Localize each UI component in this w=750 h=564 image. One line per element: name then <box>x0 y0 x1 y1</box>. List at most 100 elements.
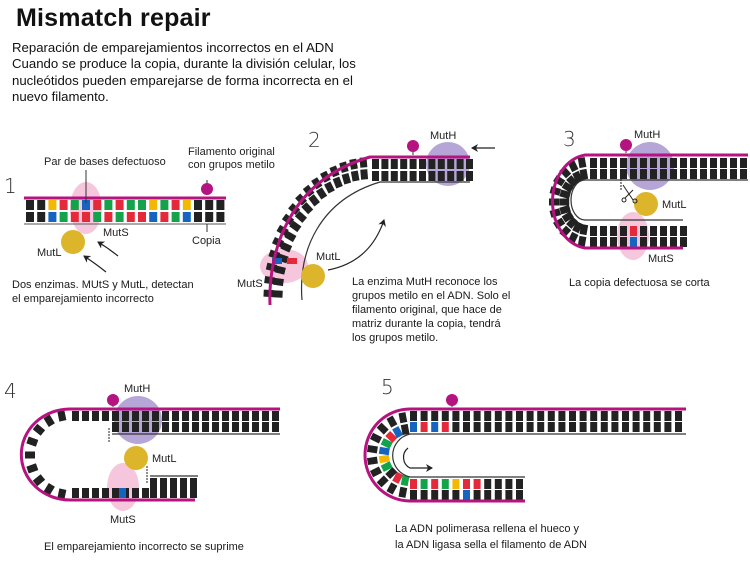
intro-line: nuevo filamento. <box>12 88 109 104</box>
nucleotide-base <box>590 411 598 421</box>
step-caption: La copia defectuosa se corta <box>569 277 711 289</box>
nucleotide-base <box>102 488 109 498</box>
nucleotide-base <box>32 423 46 436</box>
nucleotide-base <box>25 451 35 459</box>
nucleotide-base <box>630 237 637 247</box>
nucleotide-base <box>26 200 34 210</box>
nucleotide-base <box>547 422 555 432</box>
nucleotide-base <box>670 237 677 247</box>
nucleotide-base <box>315 187 328 200</box>
nucleotide-base <box>390 171 398 181</box>
nucleotide-base <box>289 220 302 233</box>
nucleotide-base <box>82 200 90 210</box>
nucleotide-base <box>341 172 352 185</box>
nucleotide-base <box>222 422 229 432</box>
nucleotide-base <box>57 410 67 422</box>
nucleotide-base <box>516 422 523 432</box>
nucleotide-base <box>611 422 619 432</box>
original-strand <box>551 153 748 250</box>
nucleotide-base <box>420 490 428 500</box>
nucleotide-base <box>420 422 428 432</box>
nucleotide-base <box>122 422 129 432</box>
nucleotide-base <box>242 422 249 432</box>
nucleotide-base <box>730 158 737 168</box>
nucleotide-base <box>466 171 473 181</box>
nucleotide-base <box>380 438 393 449</box>
nucleotide-base <box>180 478 187 488</box>
nucleotide-base <box>180 488 187 498</box>
nucleotide-base <box>59 200 68 210</box>
nucleotide-base <box>600 169 607 179</box>
nucleotide-base <box>149 212 158 222</box>
nucleotide-base <box>398 486 408 498</box>
nucleotide-base <box>410 411 417 421</box>
nucleotide-base <box>419 171 426 181</box>
nucleotide-base <box>428 171 436 181</box>
nucleotide-base <box>419 159 426 169</box>
nucleotide-base <box>466 159 473 169</box>
nucleotide-base <box>620 226 627 236</box>
mutl-label: MutL <box>37 247 61 259</box>
nucleotide-base <box>115 200 124 210</box>
nucleotide-base <box>650 237 657 247</box>
muth-label: MutH <box>124 383 150 395</box>
nucleotide-base <box>160 212 169 222</box>
nucleotide-base <box>132 411 139 421</box>
mutl-label: MutL <box>662 199 686 211</box>
nucleotide-base <box>242 411 249 421</box>
nucleotide-base <box>680 169 687 179</box>
nucleotide-base <box>632 411 640 421</box>
nucleotide-base <box>622 411 629 421</box>
nucleotide-base <box>572 221 583 234</box>
nucleotide-base <box>484 490 492 500</box>
nucleotide-base <box>420 411 428 421</box>
nucleotide-base <box>385 467 398 480</box>
nucleotide-base <box>262 422 269 432</box>
nucleotide-base <box>579 168 589 180</box>
nucleotide-base <box>577 157 587 169</box>
nucleotide-base <box>132 488 139 498</box>
nucleotide-base <box>92 411 99 421</box>
muth-label: MutH <box>430 130 456 142</box>
nucleotide-base <box>437 171 445 181</box>
step-number: 4 <box>4 379 17 403</box>
nucleotide-base <box>170 488 177 498</box>
nucleotide-base <box>149 200 158 210</box>
nucleotide-base <box>516 490 523 500</box>
nucleotide-base <box>650 158 657 168</box>
nucleotide-base <box>400 474 410 487</box>
nucleotide-base <box>720 158 727 168</box>
nucleotide-base <box>192 411 199 421</box>
nucleotide-base <box>350 170 360 182</box>
intro-line: Reparación de emparejamientos incorrecto… <box>12 40 334 55</box>
base-pairs <box>25 410 279 500</box>
nucleotide-base <box>610 237 617 247</box>
nucleotide-base <box>172 422 179 432</box>
nucleotide-base <box>720 169 727 179</box>
nucleotide-base <box>115 212 124 222</box>
nucleotide-base <box>547 411 555 421</box>
nucleotide-base <box>579 411 587 421</box>
muts-label: MutS <box>110 514 136 526</box>
mutl-label: MutL <box>316 251 340 263</box>
nucleotide-base <box>569 422 576 432</box>
nucleotide-base <box>680 226 687 236</box>
nucleotide-base <box>484 479 492 489</box>
nucleotide-base <box>142 422 149 432</box>
nucleotide-base <box>670 169 677 179</box>
muth-label: MutH <box>634 129 660 141</box>
nucleotide-base <box>643 422 651 432</box>
nucleotide-base <box>410 422 417 432</box>
nucleotide-base <box>452 490 460 500</box>
nucleotide-base <box>630 158 637 168</box>
nucleotide-base <box>102 411 109 421</box>
nucleotide-base <box>43 483 55 496</box>
step-caption: los grupos metilo. <box>352 332 438 344</box>
nucleotide-base <box>710 169 717 179</box>
nucleotide-base <box>381 159 389 169</box>
nucleotide-base <box>400 159 408 169</box>
nucleotide-base <box>740 158 747 168</box>
nucleotide-base <box>294 210 308 223</box>
intro-line: Cuando se produce la copia, durante la d… <box>12 56 356 72</box>
nucleotide-base <box>366 444 378 454</box>
